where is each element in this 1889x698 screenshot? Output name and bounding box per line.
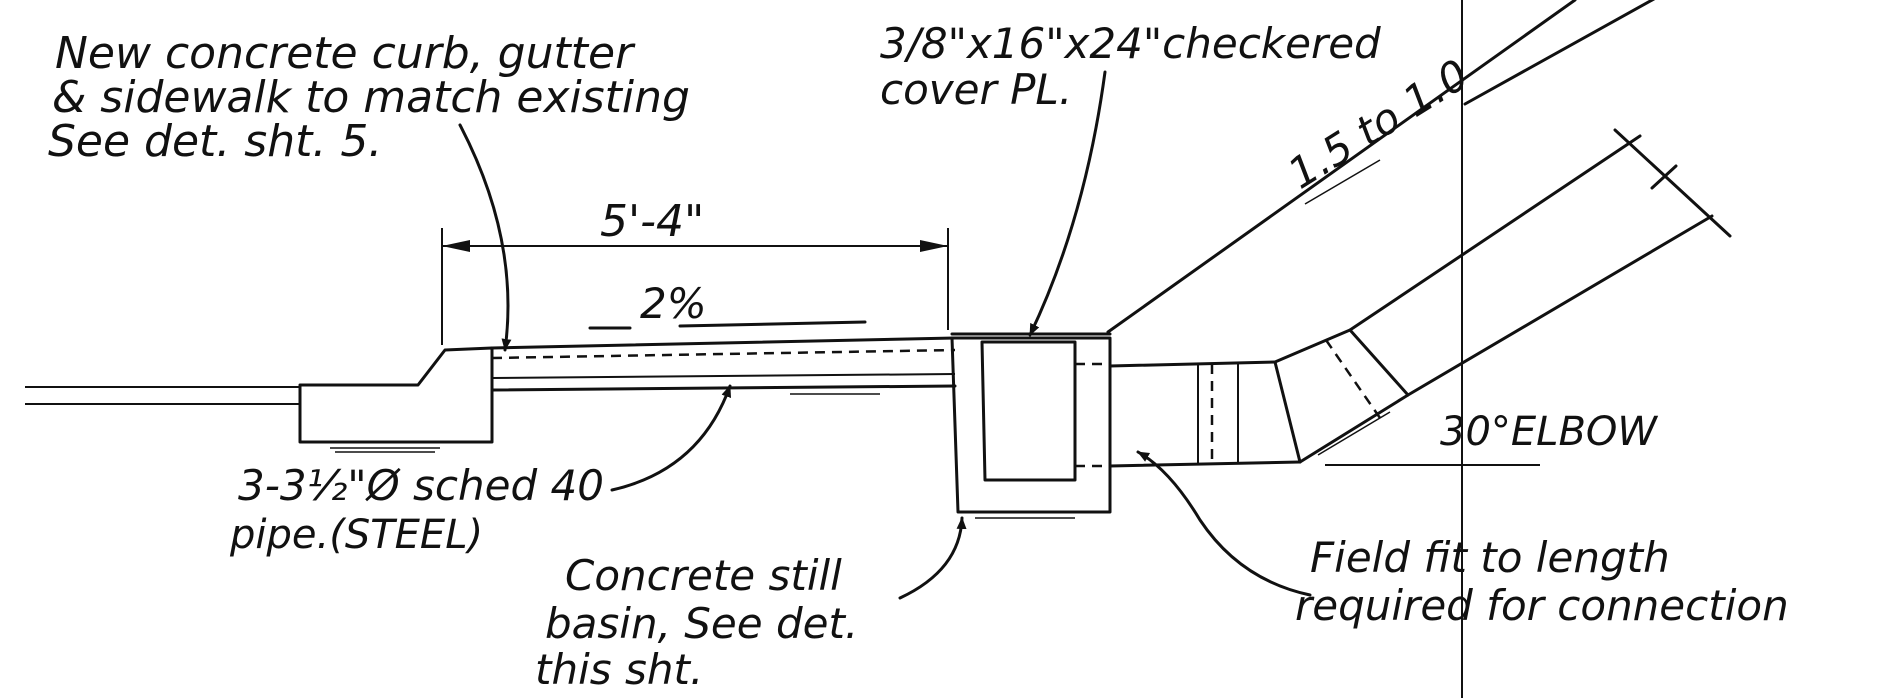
existing-pavement <box>25 386 300 405</box>
elbow-label: 30°ELBOW <box>1440 409 1658 455</box>
cover-note-line2: cover PL. <box>880 65 1072 114</box>
slope-label: 1.5 to 1.0 <box>1279 50 1477 199</box>
leader-lines <box>458 70 1312 600</box>
sidewalk-slab <box>490 336 957 395</box>
field-note-line1: Field fit to length <box>1310 533 1670 582</box>
width-dimension <box>441 228 949 345</box>
curb-note-line3: See det. sht. 5. <box>48 116 382 167</box>
basin-note-line2: basin, See det. <box>545 599 858 648</box>
outlet-pipe <box>1108 134 1714 468</box>
field-note-line2: required for connection <box>1295 581 1789 630</box>
elbow-dimension <box>1325 128 1732 466</box>
still-basin <box>950 332 1112 519</box>
curb-gutter <box>298 346 494 453</box>
cover-note-line1: 3/8"x16"x24"checkered <box>880 19 1381 68</box>
pipe-note-line2: pipe.(STEEL) <box>229 512 483 558</box>
grade-marks <box>588 320 867 330</box>
curb-note-line2: & sidewalk to match existing <box>52 72 690 123</box>
pipe-note-line1: 3-3½"Ø sched 40 <box>238 461 604 510</box>
dimension-label: 5'-4" <box>600 196 704 247</box>
grade-label: 2% <box>640 279 707 328</box>
slope-line <box>1106 0 1656 334</box>
basin-note-line3: this sht. <box>535 645 703 694</box>
curb-note-line1: New concrete curb, gutter <box>55 28 636 79</box>
basin-note-line1: Concrete still <box>565 551 842 600</box>
